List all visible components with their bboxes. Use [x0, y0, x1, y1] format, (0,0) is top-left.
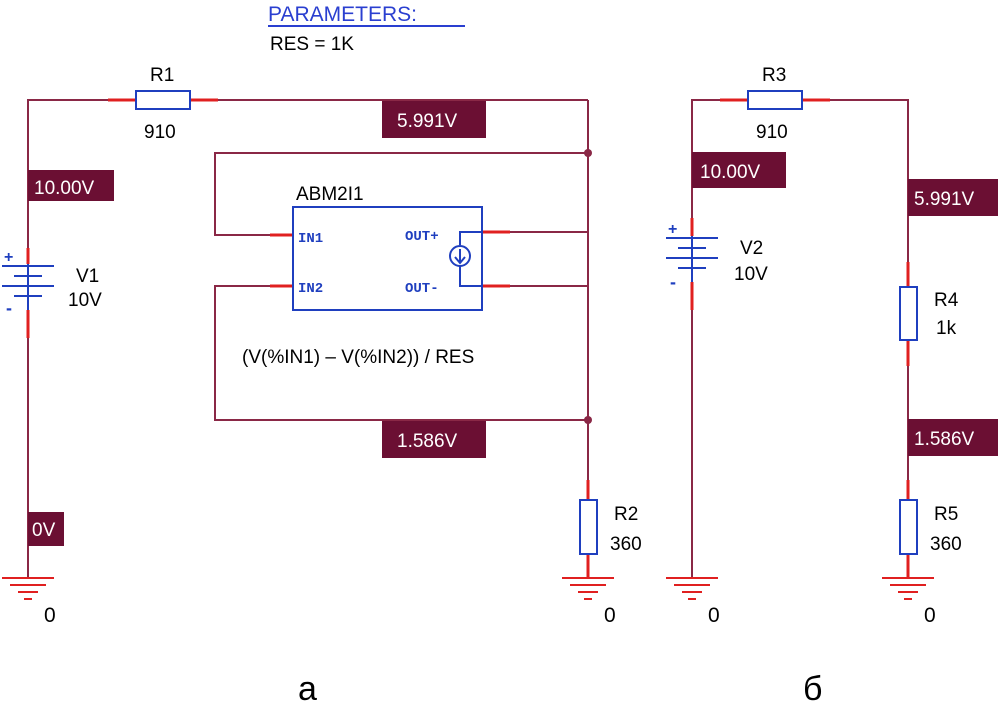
resistor-r3[interactable]: R3 910	[720, 65, 830, 143]
ground-a-left-label: 0	[44, 604, 56, 627]
v2-value: 10V	[734, 264, 768, 285]
voltage-label-a-top-text: 10.00V	[34, 178, 95, 199]
r4-body	[899, 286, 918, 341]
v2-minus-sign: -	[670, 272, 676, 292]
junction-dot-a-top	[584, 149, 592, 157]
battery-v1[interactable]: + - V1 10V	[2, 248, 102, 338]
voltage-label-b-low: 1.586V	[908, 419, 998, 456]
v2-name: V2	[740, 238, 763, 259]
voltage-label-b-mid-text: 5.991V	[914, 189, 975, 210]
r5-value: 360	[930, 534, 962, 555]
resistor-r5[interactable]: R5 360	[899, 480, 962, 578]
v1-plus-sign: +	[4, 249, 13, 266]
parameters-block: PARAMETERS: RES = 1K	[268, 3, 465, 55]
resistor-r1[interactable]: R1 910	[108, 65, 218, 143]
battery-v2[interactable]: + - V2 10V	[666, 218, 768, 310]
abm-block[interactable]: ABM2I1 IN1 IN2 OUT+ OUT- (V(%IN1) – V(%I…	[242, 184, 510, 368]
voltage-label-a-ground-bg	[28, 512, 64, 546]
r4-value: 1k	[936, 318, 957, 339]
r2-value: 360	[610, 534, 642, 555]
voltage-label-a-ground: 0V	[28, 512, 64, 546]
parameters-title: PARAMETERS:	[268, 3, 417, 26]
r5-name: R5	[934, 504, 958, 525]
r1-value: 910	[144, 122, 176, 143]
voltage-label-a-top-bg	[28, 170, 114, 201]
r3-name: R3	[762, 65, 786, 86]
abm-source-lead-top	[459, 231, 482, 245]
voltage-label-b-low-bg	[908, 419, 998, 456]
voltage-label-a-mid: 5.991V	[382, 101, 486, 138]
voltage-label-a-mid-text: 5.991V	[397, 111, 458, 132]
r2-body	[579, 499, 598, 555]
voltage-label-a-low-text: 1.586V	[397, 431, 458, 452]
voltage-label-a-low-bg	[382, 421, 486, 458]
ground-a-left	[2, 577, 54, 600]
wire-b-right-top	[830, 99, 909, 262]
r4-name: R4	[934, 290, 959, 311]
ground-a-right	[562, 577, 614, 600]
voltage-label-b-top-text: 10.00V	[700, 162, 761, 183]
r1-name: R1	[150, 65, 174, 86]
v2-plus-sign: +	[668, 221, 677, 238]
current-source-arrow-head	[454, 256, 466, 265]
r3-body	[747, 90, 803, 110]
ground-b-left	[666, 577, 718, 600]
voltage-label-a-top: 10.00V	[28, 170, 114, 201]
junction-dot-a-bottom	[584, 416, 592, 424]
voltage-label-a-low: 1.586V	[382, 421, 486, 458]
abm-label-in2: IN2	[298, 281, 323, 297]
r5-body	[899, 499, 918, 555]
resistor-r4[interactable]: R4 1k	[899, 262, 959, 366]
abm-source-lead-bottom	[459, 266, 482, 287]
voltage-label-b-low-text: 1.586V	[914, 429, 975, 450]
abm-expression: (V(%IN1) – V(%IN2)) / RES	[242, 347, 474, 368]
caption-a: а	[298, 670, 317, 704]
r1-body	[135, 90, 191, 110]
voltage-label-b-mid-bg	[908, 179, 998, 216]
resistor-r2[interactable]: R2 360	[579, 480, 642, 578]
wire-a-in2	[214, 285, 588, 421]
abm-name: ABM2I1	[296, 184, 364, 205]
voltage-label-b-mid: 5.991V	[908, 179, 998, 216]
caption-b: б	[803, 670, 822, 704]
r3-value: 910	[756, 122, 788, 143]
v1-value: 10V	[68, 290, 102, 311]
v1-minus-sign: -	[6, 298, 12, 318]
abm-label-in1: IN1	[298, 231, 323, 247]
ground-a-right-label: 0	[604, 604, 616, 627]
r2-name: R2	[614, 504, 638, 525]
ground-b-right	[882, 577, 934, 600]
voltage-label-b-top: 10.00V	[692, 152, 786, 188]
abm-label-outplus: OUT+	[405, 229, 439, 245]
parameters-value: RES = 1K	[270, 34, 354, 55]
ground-b-right-label: 0	[924, 604, 936, 627]
voltage-label-b-top-bg	[692, 152, 786, 188]
wire-a-in1	[214, 152, 588, 236]
v1-name: V1	[76, 266, 99, 287]
abm-label-outminus: OUT-	[405, 281, 439, 297]
voltage-label-a-mid-bg	[382, 101, 486, 138]
voltage-label-a-ground-text: 0V	[32, 520, 56, 541]
ground-b-left-label: 0	[708, 604, 720, 627]
